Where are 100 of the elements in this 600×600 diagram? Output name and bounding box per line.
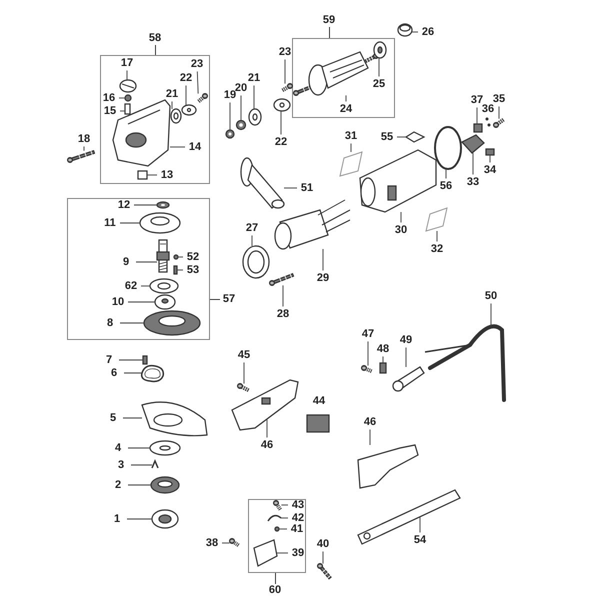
callout-number: 39 — [289, 546, 307, 560]
callout-number: 58 — [148, 32, 162, 44]
callout-number: 57 — [222, 292, 236, 306]
callout-number: 36 — [482, 102, 496, 116]
callout-number: 10 — [109, 296, 127, 308]
callout-number: 48 — [374, 342, 392, 356]
screw-drawing — [229, 538, 240, 547]
callout-number: 52 — [184, 250, 202, 264]
callout-number: 55 — [378, 130, 396, 144]
callout-number: 11 — [101, 216, 119, 230]
o-ring-drawing — [434, 126, 462, 170]
housing-half-drawing — [357, 444, 419, 489]
callout-number: 51 — [298, 182, 316, 194]
cable-sleeve-drawing — [392, 366, 425, 392]
callout-number: 53 — [184, 264, 202, 276]
leader-line — [120, 110, 126, 112]
nut-drawing — [236, 120, 246, 130]
screw-drawing — [273, 500, 282, 511]
spring-drawing — [267, 514, 282, 522]
callout-number: 42 — [289, 512, 307, 524]
leader-line — [146, 174, 158, 176]
callout-number: 33 — [464, 176, 482, 188]
screw-drawing — [142, 355, 148, 365]
callout-number: 59 — [322, 14, 336, 26]
callout-number: 46 — [258, 438, 276, 452]
leader-line — [222, 542, 230, 544]
leader-line — [396, 136, 406, 138]
leader-line — [170, 146, 186, 148]
guard-drawing — [141, 402, 208, 436]
field-coil-drawing — [274, 200, 350, 250]
washer-drawing — [248, 108, 262, 126]
leader-line — [490, 303, 492, 326]
screw-drawing — [361, 365, 372, 373]
callout-number: 13 — [158, 168, 176, 182]
brush-drawing — [473, 123, 483, 133]
leader-line — [276, 552, 288, 554]
leader-line — [284, 59, 286, 84]
leader-line — [196, 71, 199, 94]
leader-line — [476, 107, 478, 124]
block-drawing — [485, 148, 495, 156]
leader-line — [436, 230, 438, 242]
callout-number: 23 — [276, 46, 294, 58]
callout-number: 17 — [118, 56, 136, 70]
callout-number: 30 — [392, 224, 410, 236]
callout-number: 44 — [312, 394, 326, 408]
leader-line — [240, 95, 242, 121]
callout-number: 25 — [370, 78, 388, 90]
callout-number: 38 — [203, 536, 221, 550]
leader-line — [400, 212, 402, 223]
callout-number: 32 — [428, 242, 446, 256]
leader-line — [178, 256, 184, 258]
key-drawing — [173, 254, 179, 260]
screw-drawing — [237, 383, 250, 392]
callout-number: 21 — [163, 88, 181, 100]
seal-drawing — [404, 131, 426, 143]
callout-number: 6 — [105, 366, 123, 380]
bearing-drawing — [373, 41, 387, 59]
bearing-drawing — [154, 294, 176, 310]
callout-number: 41 — [288, 522, 306, 536]
callout-number: 35 — [490, 92, 508, 106]
leader-line — [124, 372, 142, 374]
leader-line — [280, 504, 288, 506]
leader-line — [130, 464, 152, 466]
callout-number: 7 — [100, 354, 118, 366]
cable-drawing — [424, 324, 506, 402]
plate-drawing — [273, 98, 291, 112]
callout-number: 62 — [122, 280, 140, 292]
screw-drawing — [269, 273, 294, 286]
leader-line — [126, 518, 152, 520]
screw-drawing — [317, 563, 332, 580]
flange-drawing — [143, 310, 201, 336]
callout-number: 21 — [245, 72, 263, 84]
callout-number: 43 — [289, 498, 307, 512]
leader-line — [280, 110, 282, 135]
leader-line — [350, 143, 352, 152]
callout-number: 56 — [437, 180, 455, 192]
spindle-drawing — [156, 239, 170, 273]
leader-line — [120, 322, 144, 324]
callout-number: 34 — [481, 164, 499, 176]
nut-drawing — [225, 129, 235, 139]
switch-drawing — [253, 539, 278, 567]
callout-number: 29 — [314, 272, 332, 284]
callout-number: 5 — [104, 412, 122, 424]
callout-number: 24 — [337, 102, 355, 116]
ball-drawing — [274, 526, 280, 532]
ring-drawing — [242, 245, 270, 279]
callout-number: 18 — [75, 132, 93, 146]
callout-number: 14 — [186, 140, 204, 154]
leader-line — [278, 528, 288, 530]
callout-number: 40 — [314, 538, 332, 550]
wrench-drawing — [357, 489, 461, 545]
leader-line — [498, 106, 500, 120]
pin-drawing — [124, 103, 131, 115]
callout-number: 47 — [359, 328, 377, 340]
callout-number: 46 — [361, 416, 379, 428]
pin-drawing — [173, 265, 178, 275]
callout-number: 2 — [109, 478, 127, 492]
callout-number: 31 — [342, 130, 360, 142]
callout-number: 22 — [272, 136, 290, 148]
callout-number: 50 — [482, 290, 500, 302]
